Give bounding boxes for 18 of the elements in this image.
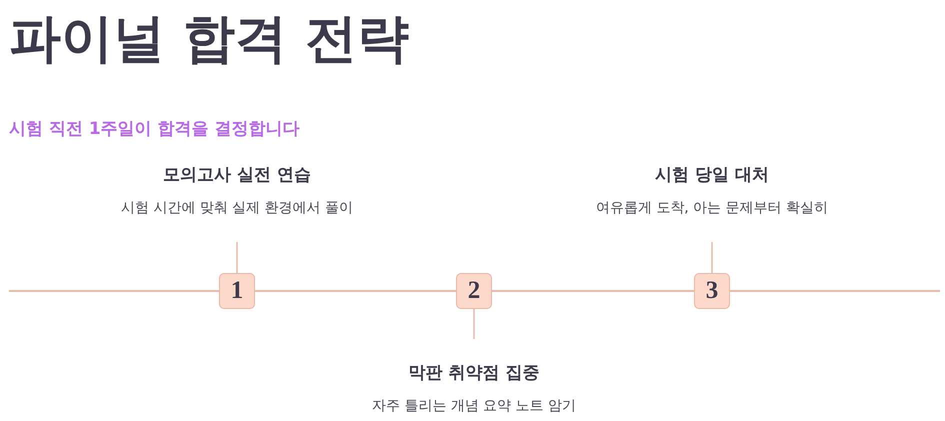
leader-line <box>711 242 713 273</box>
timeline-line <box>9 290 219 292</box>
step-heading: 막판 취약점 집중 <box>408 362 540 384</box>
step-number-marker: 2 <box>456 273 492 309</box>
leader-line <box>473 309 475 339</box>
step-heading: 시험 당일 대처 <box>655 165 769 186</box>
subtitle: 시험 직전 1주일이 합격을 결정합니다 <box>9 119 300 140</box>
title: 파이널 합격 전략 <box>9 10 410 70</box>
timeline-line <box>255 290 456 292</box>
step-description: 여유롭게 도착, 아는 문제부터 확실히 <box>596 199 828 218</box>
step-description: 자주 틀리는 개념 요약 노트 암기 <box>372 396 576 415</box>
timeline-line <box>730 290 940 292</box>
step-number-marker: 3 <box>694 273 730 309</box>
step-number-marker: 1 <box>219 273 255 309</box>
step-description: 시험 시간에 맞춰 실제 환경에서 풀이 <box>120 199 354 218</box>
timeline-line <box>492 290 694 292</box>
leader-line <box>236 242 238 273</box>
step-heading: 모의고사 실전 연습 <box>163 165 311 186</box>
